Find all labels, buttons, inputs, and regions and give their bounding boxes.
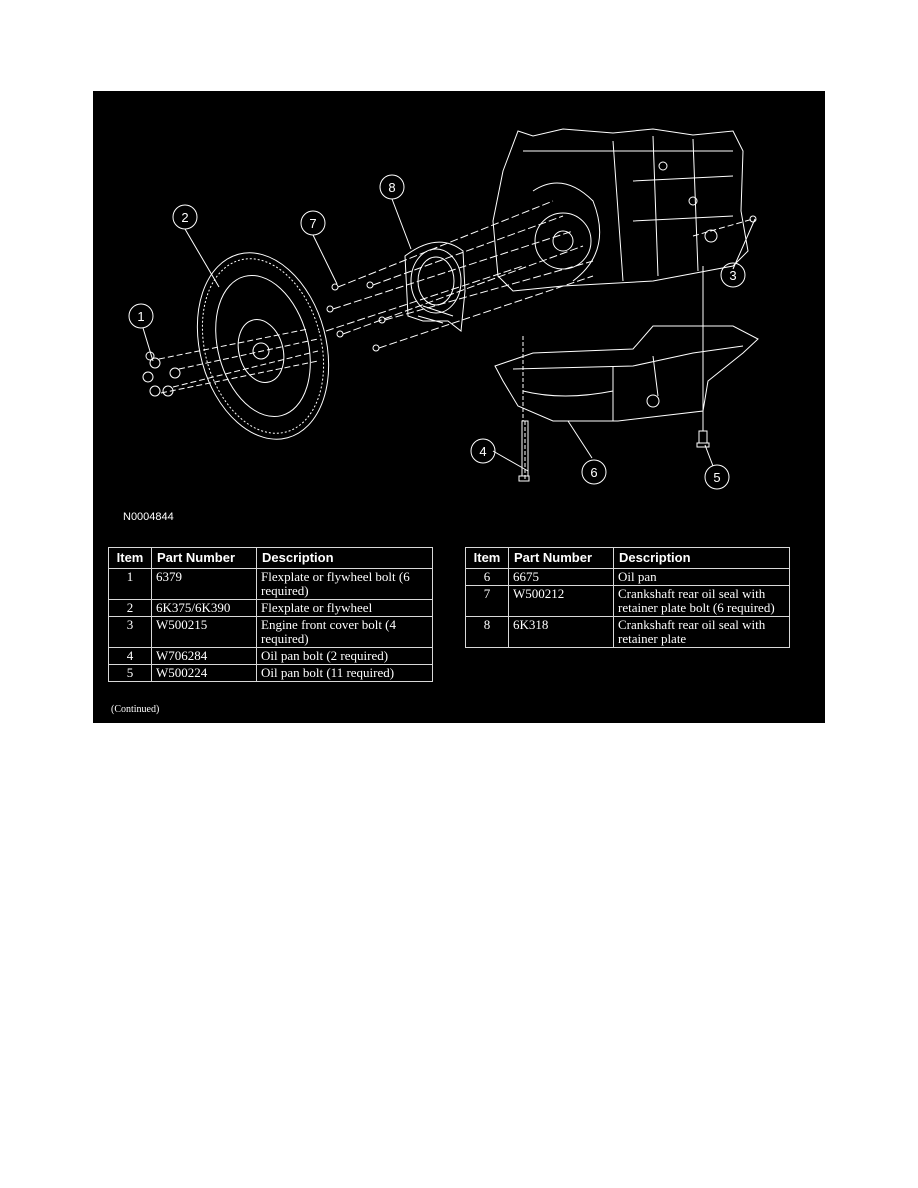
cell-part-number: 6K318: [508, 616, 614, 648]
cell-part-number: W500215: [151, 616, 257, 648]
callout-2: 2: [181, 210, 188, 225]
cell-description: Crankshaft rear oil seal with retainer p…: [613, 585, 790, 617]
cell-part-number: W500212: [508, 585, 614, 617]
flywheel-bolts: [142, 328, 319, 397]
cell-part-number: W500224: [151, 664, 257, 682]
cell-description: Flexplate or flywheel bolt (6 required): [256, 568, 433, 600]
cell-item: 4: [108, 647, 152, 665]
continued-note: (Continued): [111, 704, 160, 715]
table-row: 1 6379 Flexplate or flywheel bolt (6 req…: [108, 568, 433, 600]
cell-part-number: 6379: [151, 568, 257, 600]
exploded-view-diagram: 1 2 3 4 5 6 7 8: [128, 128, 759, 490]
header-item: Item: [465, 547, 509, 569]
rear-seal-retainer: [404, 241, 466, 332]
callout-1: 1: [137, 309, 144, 324]
parts-table-left: Item Part Number Description 1 6379 Flex…: [108, 547, 433, 682]
table-row: 8 6K318 Crankshaft rear oil seal with re…: [465, 616, 790, 648]
header-item: Item: [108, 547, 152, 569]
callout-8: 8: [388, 180, 395, 195]
header-part-number: Part Number: [508, 547, 614, 569]
table-header-row: Item Part Number Description: [465, 547, 790, 569]
table-row: 7 W500212 Crankshaft rear oil seal with …: [465, 585, 790, 617]
cell-part-number: W706284: [151, 647, 257, 665]
callout-7: 7: [309, 216, 316, 231]
cell-description: Oil pan: [613, 568, 790, 586]
flywheel-illustration: [196, 252, 330, 440]
callout-5: 5: [713, 470, 720, 485]
parts-table-right: Item Part Number Description 6 6675 Oil …: [465, 547, 790, 648]
cell-item: 8: [465, 616, 509, 648]
cell-description: Oil pan bolt (11 required): [256, 664, 433, 682]
cell-part-number: 6K375/6K390: [151, 599, 257, 617]
callout-4: 4: [479, 444, 486, 459]
table-row: 5 W500224 Oil pan bolt (11 required): [108, 664, 433, 682]
cell-item: 2: [108, 599, 152, 617]
table-row: 3 W500215 Engine front cover bolt (4 req…: [108, 616, 433, 648]
table-header-row: Item Part Number Description: [108, 547, 433, 569]
cell-item: 1: [108, 568, 152, 600]
engine-block-illustration: [492, 128, 749, 292]
cell-part-number: 6675: [508, 568, 614, 586]
header-part-number: Part Number: [151, 547, 257, 569]
cell-description: Flexplate or flywheel: [256, 599, 433, 617]
callout-3: 3: [729, 268, 736, 283]
cell-item: 7: [465, 585, 509, 617]
cell-item: 5: [108, 664, 152, 682]
header-description: Description: [256, 547, 433, 569]
figure-id-label: N0004844: [123, 511, 174, 523]
cell-item: 3: [108, 616, 152, 648]
cell-description: Crankshaft rear oil seal with retainer p…: [613, 616, 790, 648]
oil-pan-illustration: [494, 325, 759, 422]
cell-description: Engine front cover bolt (4 required): [256, 616, 433, 648]
table-row: 2 6K375/6K390 Flexplate or flywheel: [108, 599, 433, 617]
header-description: Description: [613, 547, 790, 569]
cell-item: 6: [465, 568, 509, 586]
table-row: 4 W706284 Oil pan bolt (2 required): [108, 647, 433, 665]
table-row: 6 6675 Oil pan: [465, 568, 790, 586]
retainer-bolts: [326, 200, 594, 352]
figure-panel: 1 2 3 4 5 6 7 8 N0004844 Item Part Numbe…: [93, 91, 825, 723]
cell-description: Oil pan bolt (2 required): [256, 647, 433, 665]
callout-6: 6: [590, 465, 597, 480]
